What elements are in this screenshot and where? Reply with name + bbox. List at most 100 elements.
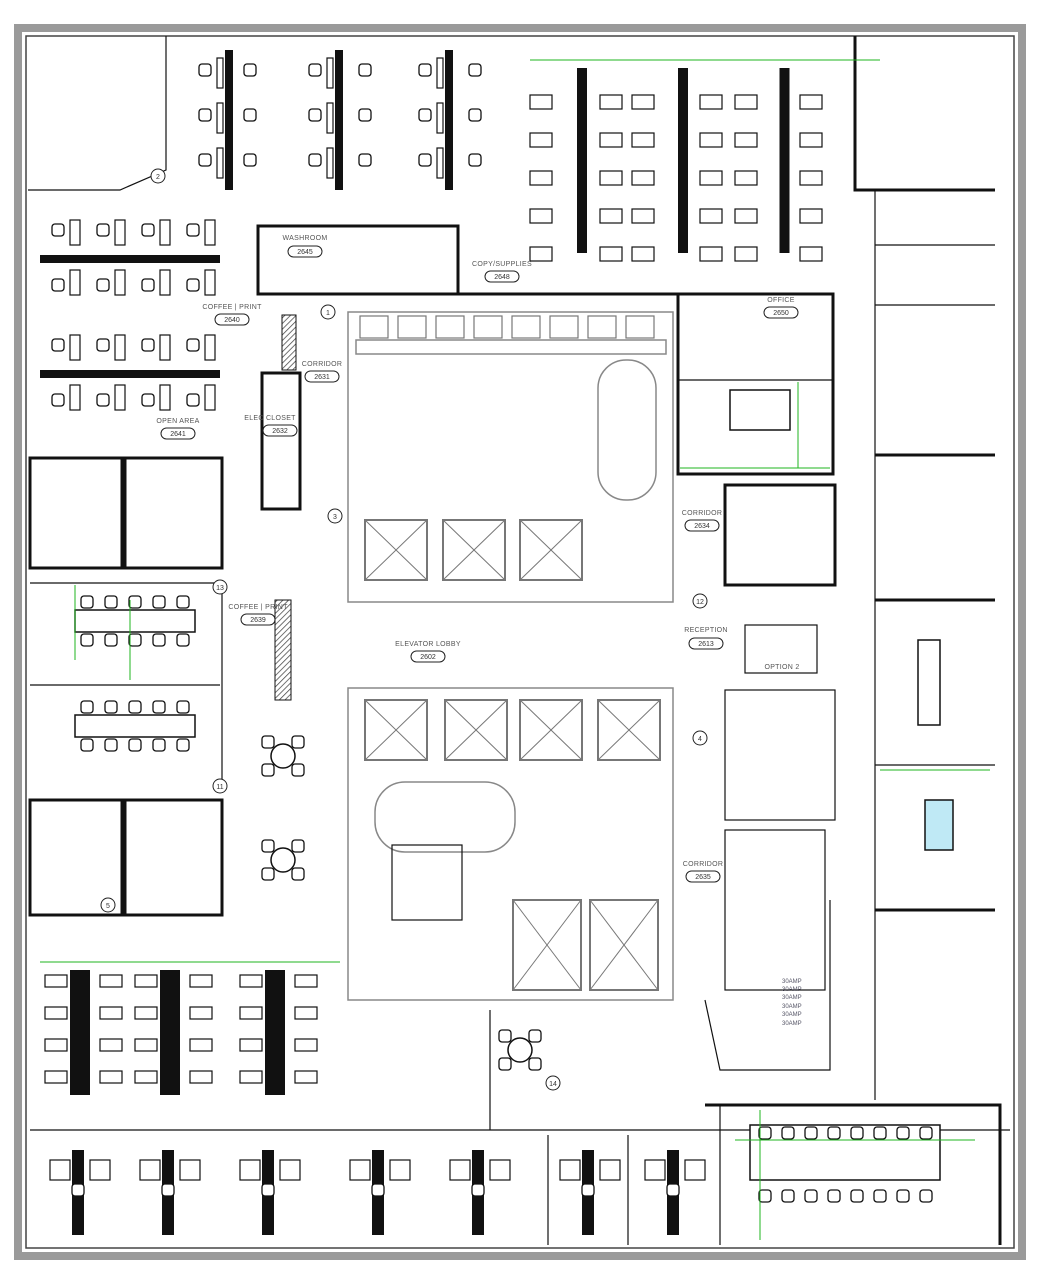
panel	[40, 370, 220, 378]
chair	[261, 1183, 275, 1197]
desk	[49, 1159, 71, 1181]
chair	[873, 1189, 887, 1203]
desk	[599, 94, 623, 110]
door-tag: 1	[320, 304, 336, 320]
door-tag: 14	[545, 1075, 561, 1091]
chair	[358, 63, 372, 77]
chair	[261, 763, 275, 777]
amp-label: 30AMP	[782, 979, 802, 985]
chair	[186, 278, 200, 292]
chair	[850, 1126, 864, 1140]
room-name: COFFEE | PRINT	[228, 604, 288, 611]
desk	[631, 208, 655, 224]
elevator-x	[442, 519, 506, 581]
chair	[243, 63, 257, 77]
room-name: ELEVATOR LOBBY	[395, 641, 461, 648]
room-name: CORRIDOR	[302, 361, 343, 368]
chair	[198, 108, 212, 122]
room-label-corridor-2631: CORRIDOR 2631	[302, 361, 343, 383]
panel	[678, 68, 688, 253]
chair	[291, 867, 305, 881]
panel	[335, 50, 343, 190]
room-number: 2639	[250, 617, 266, 624]
chair	[804, 1189, 818, 1203]
room-label-copy-supplies: COPY/SUPPLIES 2648	[472, 261, 532, 283]
desk	[44, 1070, 68, 1084]
room-name: OPEN AREA	[156, 418, 199, 425]
door-tag: 5	[100, 897, 116, 913]
chair	[896, 1189, 910, 1203]
elevator-car	[444, 699, 508, 761]
amp-label: 30AMP	[782, 1012, 802, 1018]
desk	[99, 1006, 123, 1020]
desk	[489, 1159, 511, 1181]
desk	[159, 384, 171, 411]
panel	[70, 970, 90, 1095]
desk	[134, 974, 158, 988]
desk	[559, 1159, 581, 1181]
room-name: OFFICE	[767, 297, 794, 304]
chair	[128, 700, 142, 714]
room-name: WASHROOM	[283, 235, 328, 242]
chair	[468, 153, 482, 167]
desk	[204, 269, 216, 296]
desk	[279, 1159, 301, 1181]
room-number: 2640	[224, 317, 240, 324]
desk	[114, 384, 126, 411]
chair	[104, 738, 118, 752]
chair	[186, 223, 200, 237]
amp-label: 30AMP	[782, 1004, 802, 1010]
conference-table	[74, 609, 196, 633]
room-name: RECEPTION	[684, 627, 728, 634]
desk	[799, 94, 823, 110]
conference-table	[924, 799, 954, 851]
desk	[189, 1038, 213, 1052]
round-table	[270, 847, 296, 873]
svg-text:11: 11	[216, 784, 223, 791]
room-number: 2631	[314, 374, 330, 381]
chair	[827, 1189, 841, 1203]
desk	[631, 170, 655, 186]
desk	[734, 246, 758, 262]
desk	[529, 94, 553, 110]
chair	[468, 63, 482, 77]
chair	[51, 393, 65, 407]
chair	[308, 63, 322, 77]
chair	[152, 700, 166, 714]
svg-text:14: 14	[549, 1081, 557, 1088]
desk	[529, 132, 553, 148]
chair	[308, 108, 322, 122]
desk	[734, 94, 758, 110]
chair	[666, 1183, 680, 1197]
desk	[699, 208, 723, 224]
chair	[291, 735, 305, 749]
panel	[40, 255, 220, 263]
desk	[189, 974, 213, 988]
service-box	[587, 315, 617, 339]
desk	[99, 1070, 123, 1084]
room-name: ELEC CLOSET	[244, 415, 296, 422]
chair	[804, 1126, 818, 1140]
chair	[498, 1057, 512, 1071]
desk	[699, 94, 723, 110]
panel	[160, 970, 180, 1095]
service-box	[359, 315, 389, 339]
chair	[96, 393, 110, 407]
elevator-x	[444, 699, 508, 761]
chair	[371, 1183, 385, 1197]
chair	[243, 108, 257, 122]
service-box	[625, 315, 655, 339]
service-box	[549, 315, 579, 339]
desk	[89, 1159, 111, 1181]
desk	[326, 102, 334, 134]
elevators	[359, 315, 661, 991]
desk	[134, 1070, 158, 1084]
chair	[176, 595, 190, 609]
chair	[919, 1189, 933, 1203]
room-number: 2613	[698, 641, 714, 648]
chair	[96, 338, 110, 352]
chair	[104, 595, 118, 609]
chair	[418, 108, 432, 122]
chair	[141, 278, 155, 292]
